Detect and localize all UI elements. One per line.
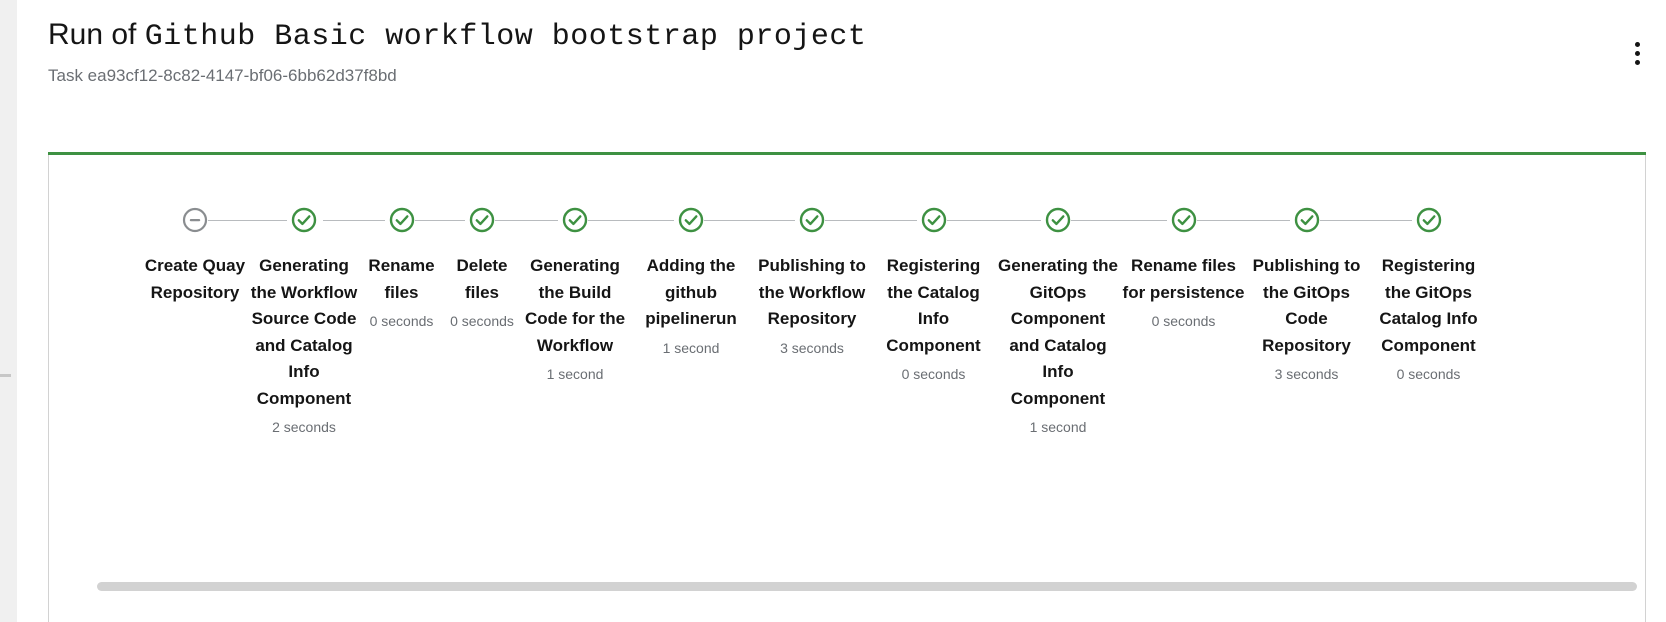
stepper-step-icon-row [1064, 207, 1246, 233]
check-circle-icon[interactable] [1293, 207, 1320, 233]
stepper-step-label: Generating the Build Code for the Workfl… [524, 256, 626, 355]
stepper-step-icon-row [322, 207, 444, 233]
stepper-step-icon-row [1191, 207, 1367, 233]
page-surface: Run of Github Basic workflow bootstrap p… [18, 0, 1666, 622]
stepper-step-duration: 0 seconds [901, 366, 966, 382]
stepper-step-duration: 0 seconds [1151, 313, 1216, 329]
stepper-step[interactable]: Publishing to the Workflow Repository 3 s… [698, 207, 872, 359]
stepper-step[interactable]: Registering the GitOps Catalog Info Comp… [1311, 207, 1490, 385]
stepper-connector-line [322, 220, 385, 221]
kebab-vertical-icon[interactable] [1614, 30, 1660, 76]
check-circle-icon[interactable] [799, 207, 825, 233]
page-title-workflow-name: Github Basic workflow bootstrap project [144, 20, 867, 54]
stepper-step-duration: 2 seconds [272, 419, 336, 435]
check-circle-icon[interactable] [678, 207, 704, 233]
stepper-step-duration: 1 second [1029, 419, 1087, 435]
stepper-step-icon-row [1311, 207, 1490, 233]
stepper-step-icon-row [471, 207, 630, 233]
page-header: Run of Github Basic workflow bootstrap p… [48, 14, 1666, 87]
stepper-step-label: Registering the GitOps Catalog Info Comp… [1379, 256, 1478, 355]
stepper-step[interactable]: Generating the Workflow Source Code and … [201, 207, 359, 438]
stepper-step[interactable]: Publishing to the GitOps Code Repository… [1191, 207, 1367, 385]
left-gutter-tick [0, 374, 11, 377]
stepper-step-label: Delete files [456, 256, 508, 302]
check-circle-icon[interactable] [1045, 207, 1071, 233]
page-title-prefix: Run of [48, 18, 145, 51]
stepper-step[interactable]: Generating the Build Code for the Workfl… [471, 207, 630, 385]
kebab-dot [1634, 41, 1640, 47]
page-title: Run of Github Basic workflow bootstrap p… [48, 14, 1666, 58]
stepper-step-label: Publishing to the Workflow Repository [758, 256, 866, 328]
stepper-connector-line [1064, 220, 1167, 221]
left-gutter [0, 0, 17, 622]
stepper-connector-line [1311, 220, 1412, 221]
stepper-step-duration: 1 second [662, 339, 720, 356]
stepper-step-label: Publishing to the GitOps Code Repository [1252, 256, 1361, 355]
stepper-step-icon-row [938, 207, 1121, 233]
horizontal-scrollbar[interactable] [97, 582, 1637, 591]
stepper-step-icon-row [141, 207, 249, 233]
check-circle-icon[interactable] [1415, 207, 1442, 233]
stepper-connector-line [1191, 220, 1290, 221]
stepper-connector-line [412, 220, 465, 221]
stepper-step-duration: 1 second [546, 366, 604, 382]
stepper-step-label: Rename files for persistence [1122, 256, 1245, 302]
stepper-connector-line [575, 220, 674, 221]
kebab-dot [1634, 59, 1640, 65]
stepper-step-icon-row [412, 207, 520, 233]
stepper-connector-line [201, 220, 287, 221]
stepper-step[interactable]: Generating the GitOps Component and Cata… [938, 207, 1121, 438]
stepper-connector-line [698, 220, 795, 221]
stepper-step[interactable]: Create Quay Repository [141, 207, 249, 306]
check-circle-icon[interactable] [920, 207, 947, 233]
stepper-step-label: Adding the github pipelinerun [645, 256, 737, 328]
stepper-step[interactable]: Adding the github pipelinerun 1 second [575, 207, 752, 359]
stepper-step[interactable]: Registering the Catalog Info Component 0 … [816, 207, 995, 385]
stepper-step-label: Rename files [368, 256, 435, 302]
stepper-step-icon-row [698, 207, 872, 233]
stepper-step-duration: 3 seconds [1274, 366, 1339, 382]
check-circle-icon[interactable] [388, 207, 415, 233]
stepper-step-duration: 3 seconds [780, 339, 844, 356]
left-gutter-edge [17, 0, 18, 622]
stepper-step[interactable]: Delete files 0 seconds [412, 207, 520, 332]
stepper-step-icon-row [201, 207, 359, 233]
stepper-step-label: Generating the GitOps Component and Cata… [998, 256, 1118, 408]
check-circle-icon[interactable] [469, 207, 495, 233]
card-success-accent-bar [48, 152, 1646, 156]
check-circle-icon[interactable] [562, 207, 588, 233]
check-circle-icon[interactable] [291, 207, 317, 233]
stepper-connector-line [816, 220, 917, 221]
stepper-step-duration: 0 seconds [369, 313, 434, 329]
stepper-step-label: Registering the Catalog Info Component [886, 256, 981, 355]
horizontal-scrollbar-thumb[interactable] [97, 582, 1637, 591]
stepper-step-label: Generating the Workflow Source Code and … [250, 256, 358, 408]
stepper-step-icon-row [575, 207, 752, 233]
minus-circle-icon[interactable] [182, 207, 208, 233]
stepper-step-duration: 0 seconds [450, 313, 514, 329]
stepper-step[interactable]: Rename files 0 seconds [322, 207, 444, 332]
kebab-dot [1634, 50, 1640, 56]
stepper-step-label: Create Quay Repository [144, 256, 246, 302]
task-id-subtitle: Task ea93cf12-8c82-4147-bf06-6bb62d37f8b… [48, 66, 397, 85]
stepper-step[interactable]: Rename files for persistence 0 seconds [1064, 207, 1246, 332]
check-circle-icon[interactable] [1170, 207, 1197, 233]
stepper-connector-line [938, 220, 1041, 221]
stepper-connector-line [471, 220, 558, 221]
stepper-step-icon-row [816, 207, 995, 233]
stepper-step-duration: 0 seconds [1396, 366, 1461, 382]
